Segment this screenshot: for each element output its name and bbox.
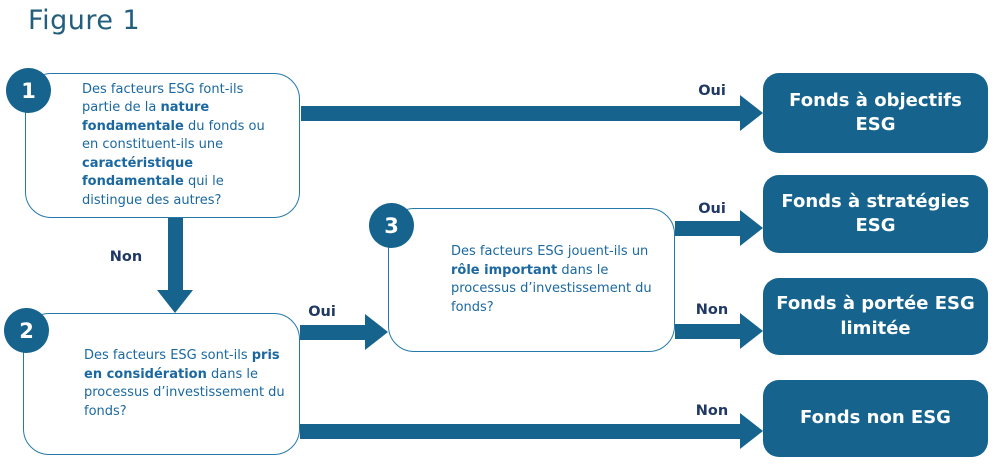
edge-label-q2-non: Non (695, 403, 729, 419)
question-2-number-badge: 2 (4, 308, 49, 353)
arrow-q3-to-outcome2-head (740, 210, 763, 246)
edge-label-q3-oui: Oui (698, 201, 726, 217)
edge-label-q1-oui: Oui (698, 83, 726, 99)
question-3-number-badge: 3 (369, 203, 414, 248)
question-1-text: Des facteurs ESG font-ils partie de la n… (82, 81, 265, 208)
figure-title: Figure 1 (28, 5, 141, 36)
question-1-number-badge: 1 (6, 68, 51, 113)
arrow-q3-to-outcome3-head (740, 313, 763, 349)
arrow-q1-to-outcome1-head (740, 95, 763, 131)
edge-label-q2-oui: Oui (308, 304, 336, 320)
outcome-box-portee-esg-limitee: Fonds à portée ESG limitée (763, 278, 988, 355)
arrow-q1-to-q2-shaft (168, 218, 183, 290)
question-box-1: 1 Des facteurs ESG font-ils partie de la… (6, 68, 300, 218)
edge-label-q3-non: Non (695, 302, 729, 318)
outcome-box-non-esg: Fonds non ESG (763, 380, 988, 457)
arrow-q2-to-outcome4-shaft (300, 424, 741, 439)
arrow-q1-to-outcome1-shaft (301, 106, 741, 121)
arrow-q3-to-outcome2-shaft (675, 221, 741, 236)
outcome-box-objectifs-esg: Fonds à objectifs ESG (763, 73, 988, 153)
edge-label-q1-non: Non (109, 249, 143, 265)
arrow-q2-to-q3-shaft (300, 325, 366, 340)
arrow-q1-to-q2-head (157, 290, 193, 313)
question-3-text: Des facteurs ESG jouent-ils un rôle impo… (451, 244, 652, 315)
outcome-box-strategies-esg: Fonds à stratégies ESG (763, 175, 988, 253)
question-2-text: Des facteurs ESG sont-ils pris en consid… (84, 348, 285, 419)
arrow-q2-to-outcome4-head (740, 413, 763, 449)
question-box-3: 3 Des facteurs ESG jouent-ils un rôle im… (369, 203, 675, 352)
arrow-q2-to-q3-head (365, 314, 388, 350)
question-box-2: 2 Des facteurs ESG sont-ils pris en cons… (4, 308, 300, 455)
arrow-q3-to-outcome3-shaft (675, 324, 741, 339)
